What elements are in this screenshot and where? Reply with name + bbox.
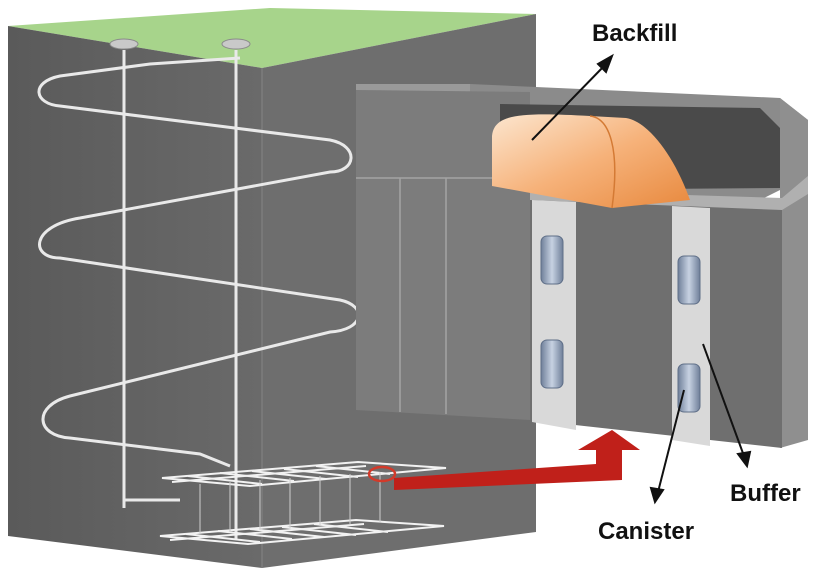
- disposal-panel-grid: [159, 460, 447, 546]
- arrow-head-icon: [649, 486, 665, 505]
- arrow-head-icon: [596, 53, 614, 74]
- wellhead-icon: [109, 38, 139, 50]
- canister-icons: [540, 235, 701, 413]
- tunnel-right-end: [780, 98, 808, 448]
- access-ramp: [37, 50, 360, 540]
- arrow-head-icon: [736, 450, 752, 469]
- canister-icon: [540, 339, 564, 389]
- backfill-block: [492, 114, 690, 208]
- canister-icon: [677, 363, 701, 413]
- ground-surface-top: [8, 8, 536, 68]
- pointer-arrows: [531, 53, 752, 505]
- wellhead-icon: [221, 38, 251, 50]
- red-arrow-icon: [367, 430, 640, 490]
- canister-icon: [540, 235, 564, 285]
- buffer-label: Buffer: [730, 480, 801, 507]
- backfill-label: Backfill: [592, 20, 678, 47]
- canister-icon: [677, 255, 701, 305]
- rock-block-front: [8, 26, 262, 568]
- canister-label: Canister: [598, 518, 695, 545]
